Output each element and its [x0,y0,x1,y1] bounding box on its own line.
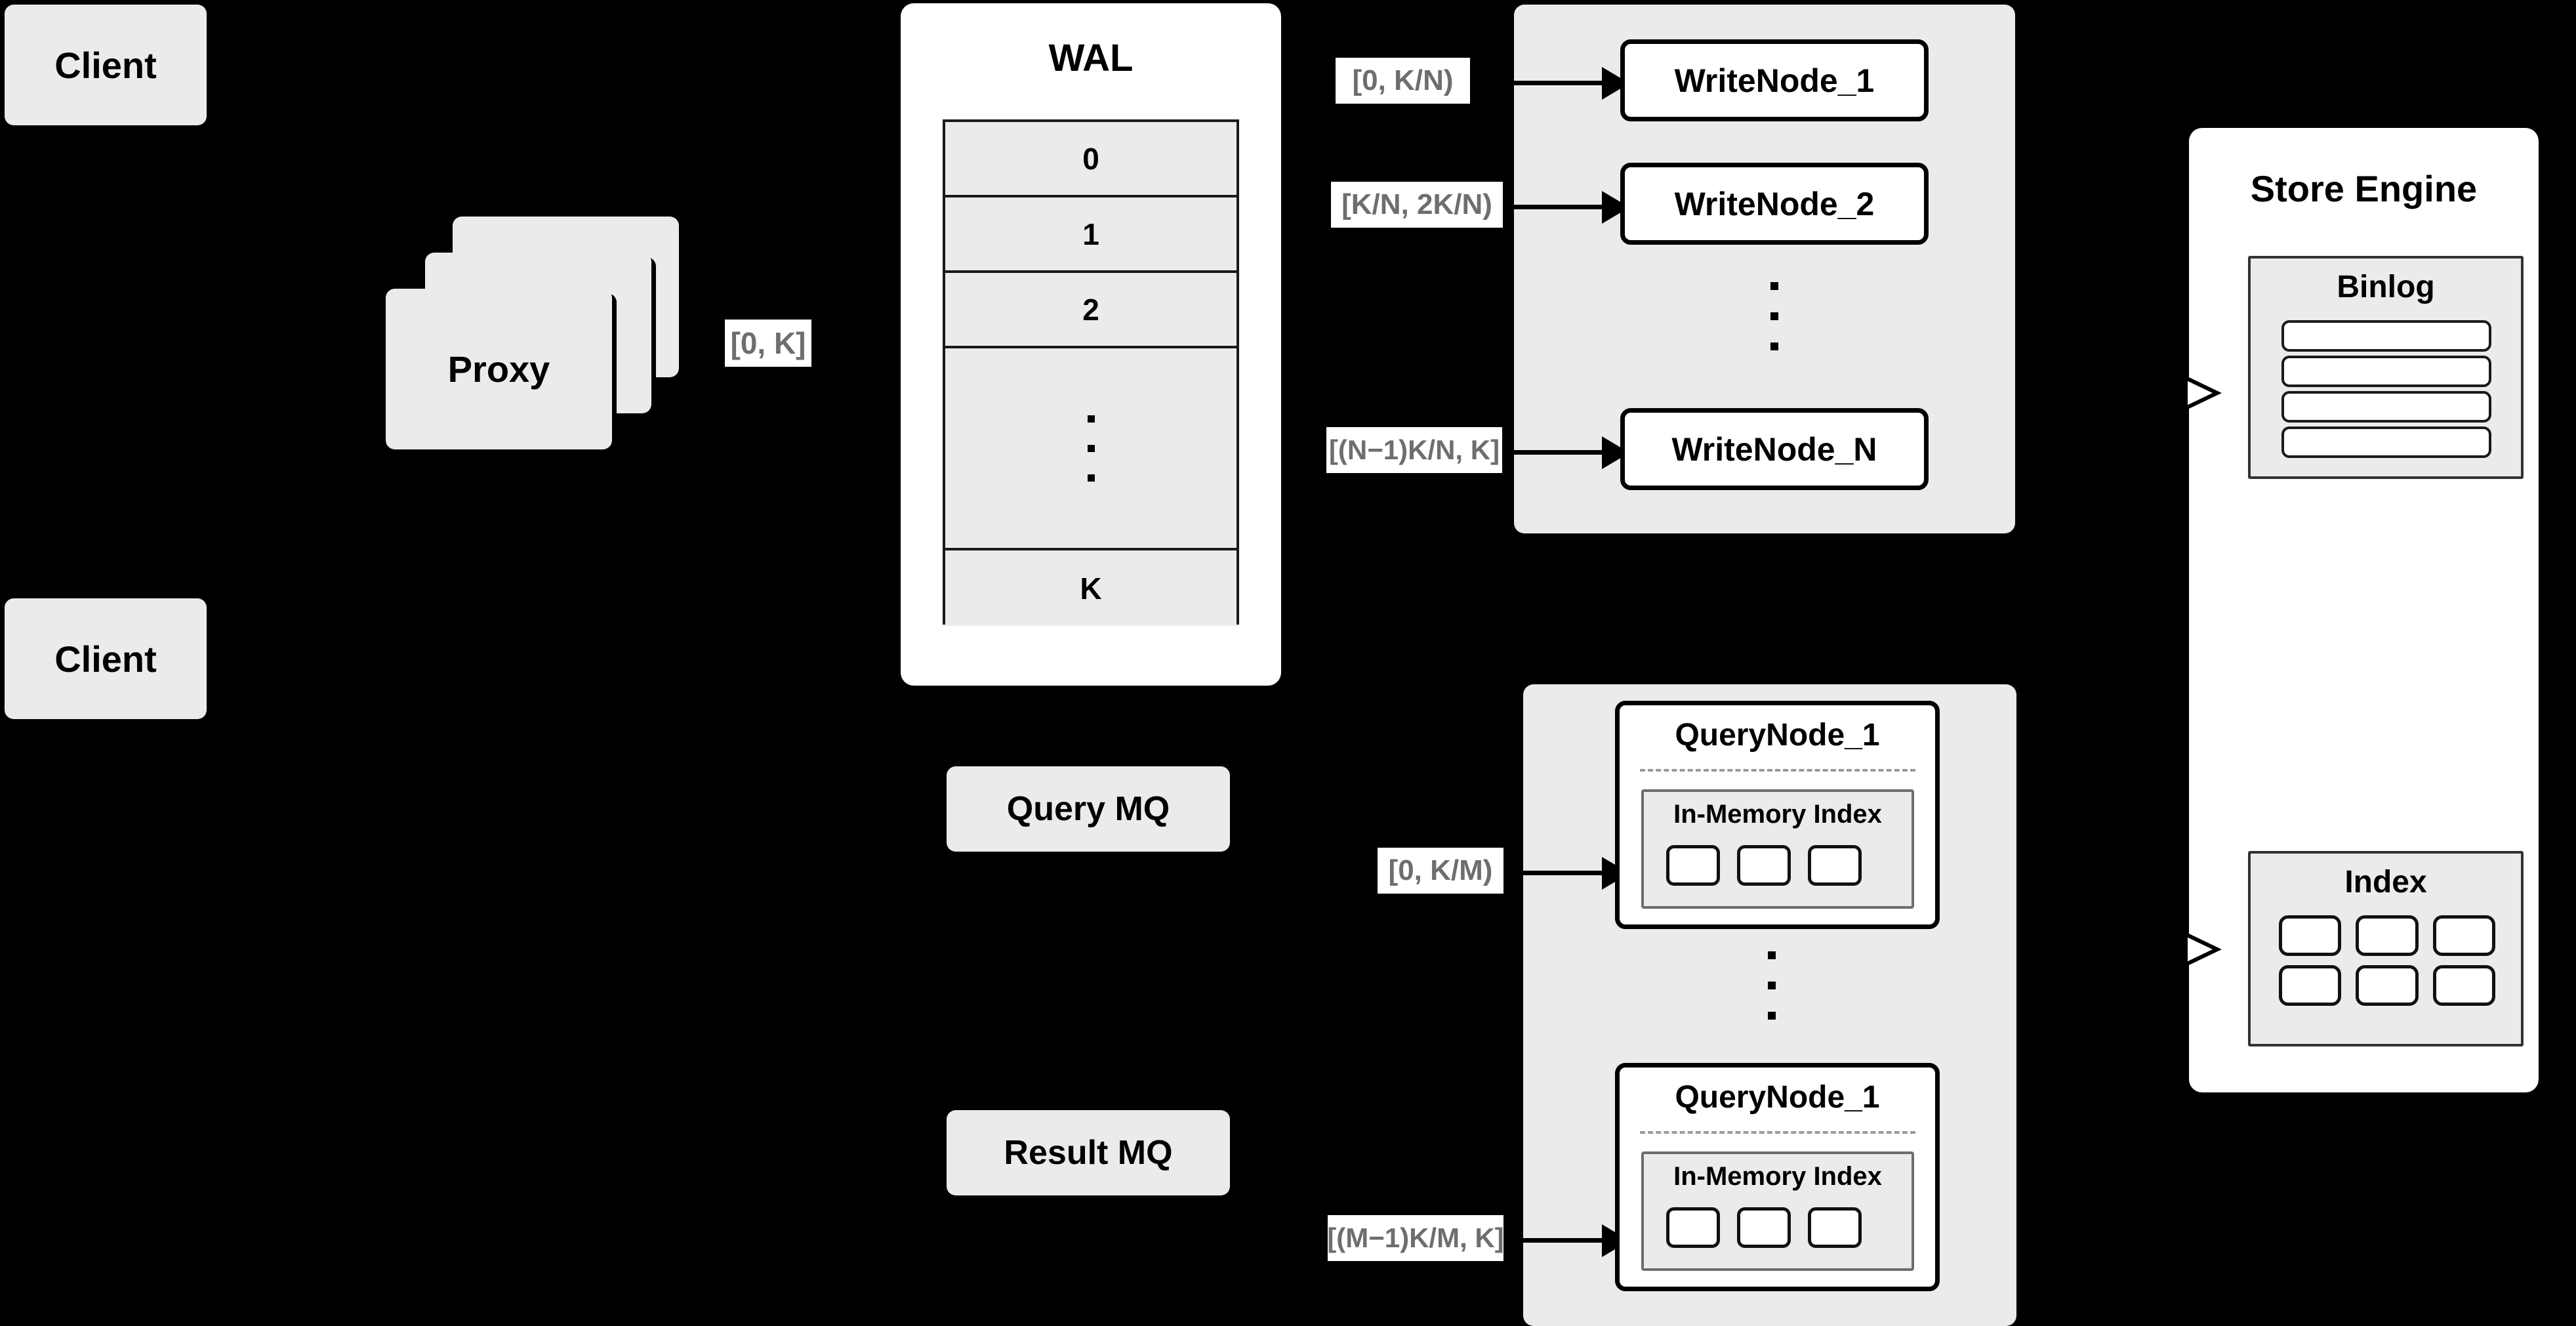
query-node-1-inmemory-index-title: In-Memory Index [1641,800,1914,829]
query-node-1-label-text: QueryNode_1 [1675,718,1880,753]
arrow-head-open-to-binlog [2184,375,2222,411]
arrow-line-to-querynode-1 [1502,871,1607,875]
write-node-vertical-ellipsis-icon [1770,282,1778,350]
store-index-title: Index [2248,864,2524,900]
binlog-bars [2281,320,2491,458]
store-index-title-text: Index [2344,865,2427,900]
wal-row-2[interactable]: 2 [945,273,1237,348]
store-index-cells [2279,915,2495,1006]
query-mq-node[interactable]: Query MQ [947,766,1230,852]
query-node-m-index-cells [1666,1207,1862,1248]
wal-row-1-label: 1 [1082,217,1099,251]
index-cell[interactable] [1737,1207,1791,1248]
query-node-1-inmemory-index-title-text: In-Memory Index [1673,800,1882,829]
wal-row-1[interactable]: 1 [945,197,1237,273]
edge-label-proxy-to-wal: [0, K] [725,320,811,367]
store-index-cell[interactable] [2432,965,2495,1006]
index-cell[interactable] [1666,1207,1720,1248]
write-node-n-label: WriteNode_N [1671,430,1877,468]
write-node-2-label: WriteNode_2 [1674,185,1875,222]
wal-table: 0 1 2 K [943,119,1239,626]
index-cell[interactable] [1808,1207,1862,1248]
edge-label-wal-to-writenode-n-text: [(N−1)K/N, K] [1328,434,1500,465]
store-index-cell[interactable] [2356,915,2419,956]
binlog-bar[interactable] [2281,391,2491,423]
proxy-node-label: Proxy [447,348,550,390]
wal-title-text: WAL [1048,37,1134,79]
index-cell[interactable] [1666,845,1720,886]
wal-row-2-label: 2 [1082,292,1099,327]
result-mq-node-label: Result MQ [1004,1134,1173,1172]
wal-row-k-label: K [1080,571,1102,606]
arrow-line-to-binlog [2155,390,2189,394]
binlog-title: Binlog [2248,269,2524,305]
arrow-line-to-querynode-m [1502,1238,1607,1243]
arrow-line-to-writenode-2 [1502,205,1607,209]
write-node-n[interactable]: WriteNode_N [1620,408,1929,490]
write-node-1[interactable]: WriteNode_1 [1620,39,1929,121]
binlog-bar[interactable] [2281,320,2491,352]
query-node-m-label: QueryNode_1 [1615,1079,1940,1115]
arrow-line-to-store-index [2155,947,2189,951]
query-node-m-inmemory-index-title-text: In-Memory Index [1673,1162,1882,1191]
write-node-2[interactable]: WriteNode_2 [1620,163,1929,245]
wal-row-0[interactable]: 0 [945,122,1237,197]
wal-row-k[interactable]: K [945,550,1237,626]
wal-row-ellipsis [945,348,1237,550]
store-index-cell[interactable] [2432,915,2495,956]
query-node-m-inmemory-index-title: In-Memory Index [1641,1162,1914,1191]
edge-label-wal-to-writenode-1-text: [0, K/N) [1352,64,1454,96]
store-index-cell[interactable] [2279,965,2342,1006]
client-node-1-label: Client [54,44,157,86]
binlog-bar[interactable] [2281,356,2491,387]
wal-row-0-label: 0 [1082,141,1099,176]
store-engine-title-text: Store Engine [2250,168,2478,209]
edge-label-wal-to-writenode-n: [(N−1)K/N, K] [1326,427,1502,473]
edge-label-mq-to-querynode-1: [0, K/M) [1378,848,1503,894]
binlog-title-text: Binlog [2337,270,2435,304]
edge-label-mq-to-querynode-m: [(M−1)K/M, K] [1327,1215,1504,1261]
binlog-bar[interactable] [2281,426,2491,458]
client-node-2-label: Client [54,638,157,680]
query-node-vertical-ellipsis-icon [1768,951,1776,1020]
edge-label-proxy-to-wal-text: [0, K] [730,326,806,360]
client-node-2[interactable]: Client [5,598,207,719]
query-mq-node-label: Query MQ [1006,790,1170,828]
store-index-cell[interactable] [2279,915,2342,956]
query-node-m-label-text: QueryNode_1 [1675,1080,1880,1115]
arrow-head-open-to-store-index [2184,931,2222,968]
index-cell[interactable] [1737,845,1791,886]
edge-label-wal-to-writenode-2-text: [K/N, 2K/N) [1341,188,1492,220]
proxy-node[interactable]: Proxy [386,289,612,449]
client-node-1[interactable]: Client [5,5,207,125]
wal-vertical-ellipsis-icon [1087,415,1095,482]
index-cell[interactable] [1808,845,1862,886]
query-node-1-label: QueryNode_1 [1615,717,1940,753]
edge-label-mq-to-querynode-m-text: [(M−1)K/M, K] [1327,1222,1504,1253]
write-node-1-label: WriteNode_1 [1674,62,1875,99]
wal-title: WAL [901,36,1281,80]
arrow-line-to-writenode-n [1502,450,1607,455]
arrow-line-to-writenode-1 [1476,81,1607,85]
edge-label-wal-to-writenode-1: [0, K/N) [1336,58,1470,104]
query-node-1-divider [1640,769,1915,772]
edge-label-mq-to-querynode-1-text: [0, K/M) [1388,854,1493,886]
edge-label-wal-to-writenode-2: [K/N, 2K/N) [1331,182,1503,228]
query-node-1-index-cells [1666,845,1862,886]
query-node-m-divider [1640,1131,1915,1134]
store-index-cell[interactable] [2356,965,2419,1006]
result-mq-node[interactable]: Result MQ [947,1110,1230,1195]
store-engine-title: Store Engine [2189,167,2539,210]
